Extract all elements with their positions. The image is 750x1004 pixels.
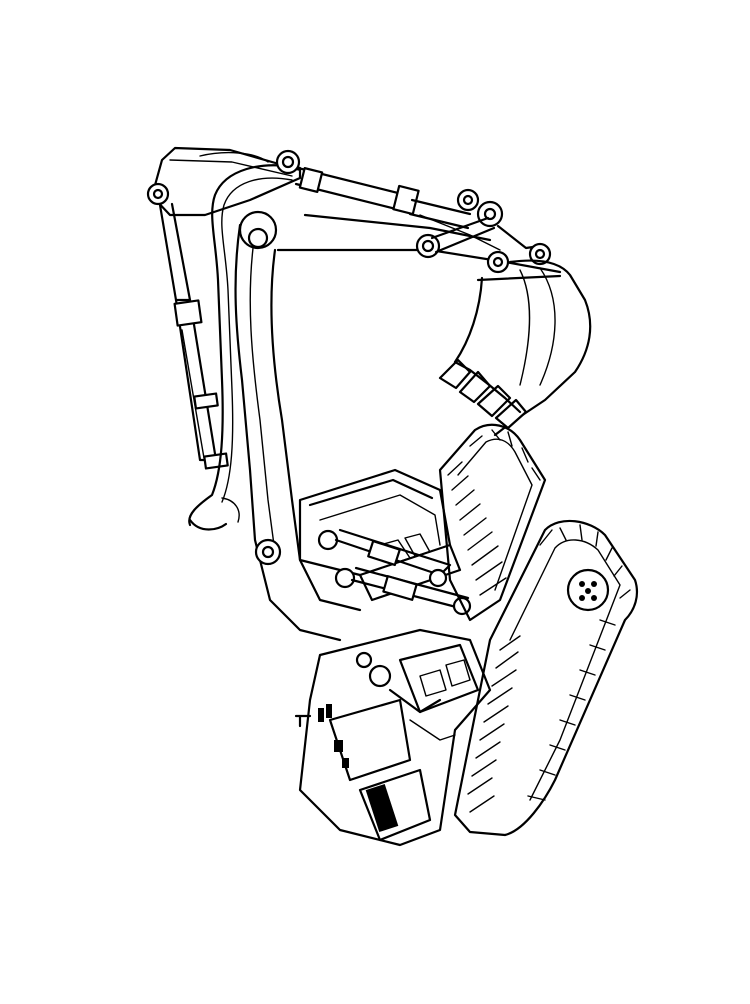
operator-cab [298, 468, 462, 602]
bucket [438, 259, 592, 437]
boom-arm [150, 146, 362, 642]
stick-hydraulic-cylinder [275, 149, 480, 230]
hydraulic-hoses [188, 164, 302, 531]
boom-hydraulic-cylinder [146, 182, 229, 470]
rear-body-counterweight [294, 628, 492, 847]
lower-boom-cylinders [317, 528, 472, 616]
upper-crawler-track [438, 423, 547, 622]
lower-crawler-track [453, 519, 639, 837]
stick-arm [276, 200, 562, 274]
